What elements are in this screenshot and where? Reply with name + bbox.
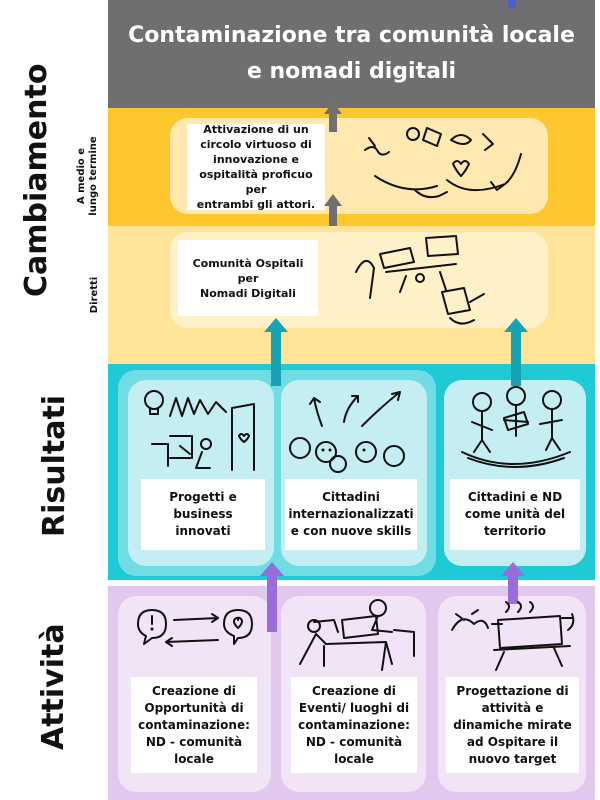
collaboration-sketch (364, 127, 522, 199)
risultati-card-2: Cittadini internazionalizzati e con nuov… (285, 479, 417, 550)
teal-arrow-2 (504, 318, 528, 386)
cooking-sketch (451, 601, 575, 671)
risultati-card-1: Progetti e business innovati (141, 479, 265, 550)
risultati-card-3: Cittadini e ND come unità del territorio (450, 479, 580, 550)
diagram-title: Contaminazione tra comunità locale e nom… (128, 23, 575, 84)
title-band (108, 0, 595, 108)
dialogue-sketch (137, 609, 253, 647)
gray-arrow-1 (324, 194, 342, 226)
diretti-card: Comunità Ospitali per Nomadi Digitali (178, 240, 318, 316)
attivita-card-2: Creazione di Eventi/ luoghi di contamina… (291, 677, 417, 773)
coworking-sketch (355, 235, 485, 325)
skills-sketch (289, 391, 405, 473)
teal-arrow-1 (264, 318, 288, 386)
top-marker (508, 0, 516, 8)
purple-arrow-1 (260, 562, 284, 632)
purple-arrow-2 (501, 562, 525, 604)
meeting-sketch (299, 599, 415, 671)
innovation-sketch (144, 390, 255, 471)
medio-lungo-card: Attivazione di un circolo virtuoso di in… (187, 123, 325, 211)
attivita-card-1: Creazione di Opportunità di contaminazio… (131, 677, 257, 773)
attivita-card-3: Progettazione di attività e dinamiche mi… (446, 677, 579, 773)
gray-arrow-2 (324, 102, 342, 132)
community-sketch (461, 386, 571, 468)
